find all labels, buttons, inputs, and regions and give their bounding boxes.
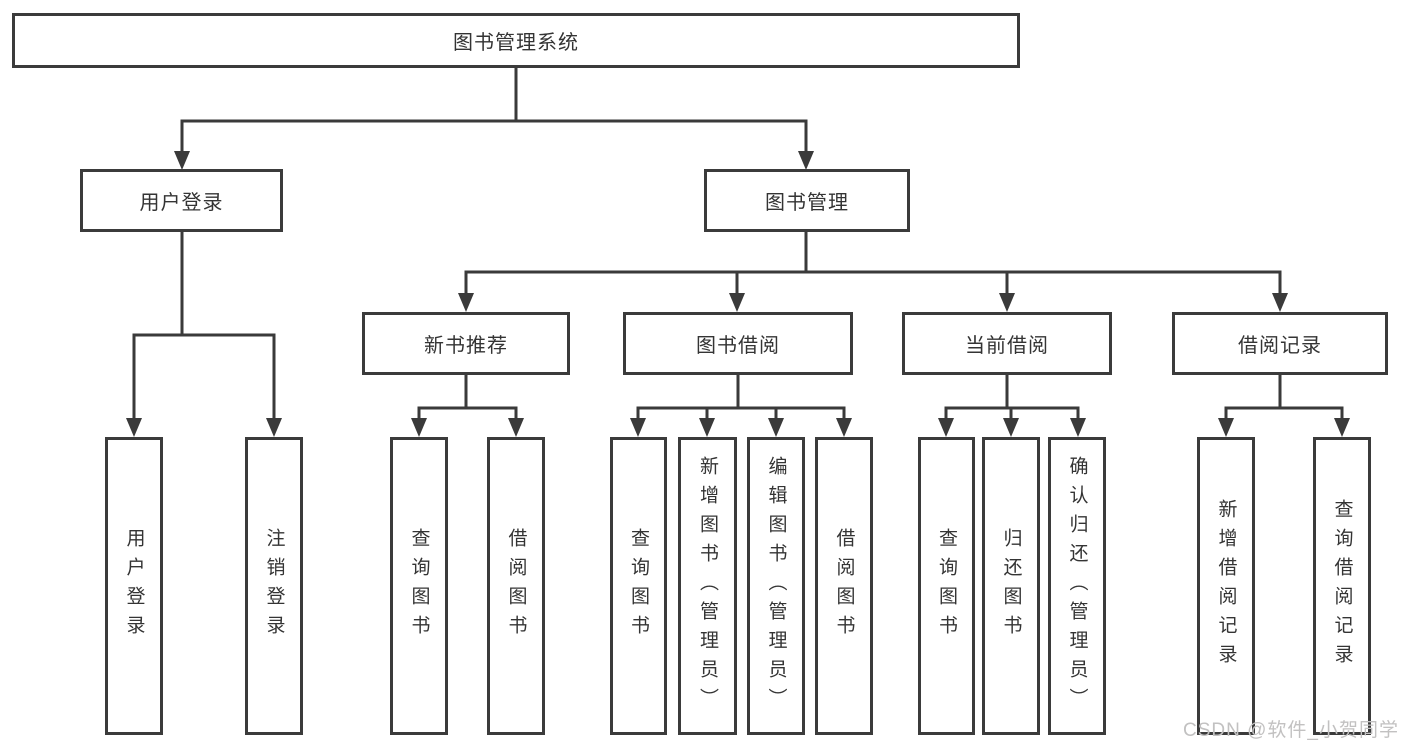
leaf-add-borrow-record: 新增借阅记录 xyxy=(1197,437,1255,735)
leaf-newbook-borrow-books: 借阅图书 xyxy=(487,437,545,735)
leaf-confirm-return-admin: 确认归还（管理员） xyxy=(1048,437,1106,735)
node-label: 图书管理 xyxy=(765,192,849,214)
leaf-label: 借阅图书 xyxy=(505,528,527,644)
leaf-label: 归还图书 xyxy=(1000,528,1022,644)
node-label: 新书推荐 xyxy=(424,335,508,357)
node-book-management: 图书管理 xyxy=(704,169,910,232)
leaf-return-books: 归还图书 xyxy=(982,437,1040,735)
leaf-edit-books-admin: 编辑图书（管理员） xyxy=(747,437,805,735)
leaf-add-books-admin: 新增图书（管理员） xyxy=(678,437,737,735)
leaf-query-borrow-record: 查询借阅记录 xyxy=(1313,437,1371,735)
arrowheads xyxy=(126,151,1350,437)
leaf-borrow-query-books: 查询图书 xyxy=(610,437,667,735)
leaf-label: 新增图书（管理员） xyxy=(697,455,718,717)
node-user-login: 用户登录 xyxy=(80,169,283,232)
leaf-label: 新增借阅记录 xyxy=(1215,499,1237,673)
leaf-label: 查询图书 xyxy=(628,528,649,644)
leaf-newbook-query-books: 查询图书 xyxy=(390,437,448,735)
leaf-user-login: 用户登录 xyxy=(105,437,163,735)
leaf-label: 查询图书 xyxy=(408,528,430,644)
leaf-label: 确认归还（管理员） xyxy=(1066,455,1088,717)
leaf-logout: 注销登录 xyxy=(245,437,303,735)
node-label: 图书借阅 xyxy=(696,335,780,357)
node-label: 当前借阅 xyxy=(965,335,1049,357)
node-book-borrow: 图书借阅 xyxy=(623,312,853,375)
node-label: 用户登录 xyxy=(139,192,224,214)
node-root-system: 图书管理系统 xyxy=(12,13,1020,68)
node-borrow-records: 借阅记录 xyxy=(1172,312,1388,375)
leaf-label: 查询借阅记录 xyxy=(1331,499,1353,673)
leaf-label: 查询图书 xyxy=(936,528,957,644)
leaf-current-query-books: 查询图书 xyxy=(918,437,975,735)
leaf-borrow-books: 借阅图书 xyxy=(815,437,873,735)
node-new-book-recommend: 新书推荐 xyxy=(362,312,570,375)
leaf-label: 借阅图书 xyxy=(833,528,855,644)
node-current-borrow: 当前借阅 xyxy=(902,312,1112,375)
node-label: 借阅记录 xyxy=(1238,335,1322,357)
leaf-label: 注销登录 xyxy=(263,528,285,644)
node-label: 图书管理系统 xyxy=(453,32,579,54)
leaf-label: 用户登录 xyxy=(123,528,145,644)
leaf-label: 编辑图书（管理员） xyxy=(765,455,787,717)
